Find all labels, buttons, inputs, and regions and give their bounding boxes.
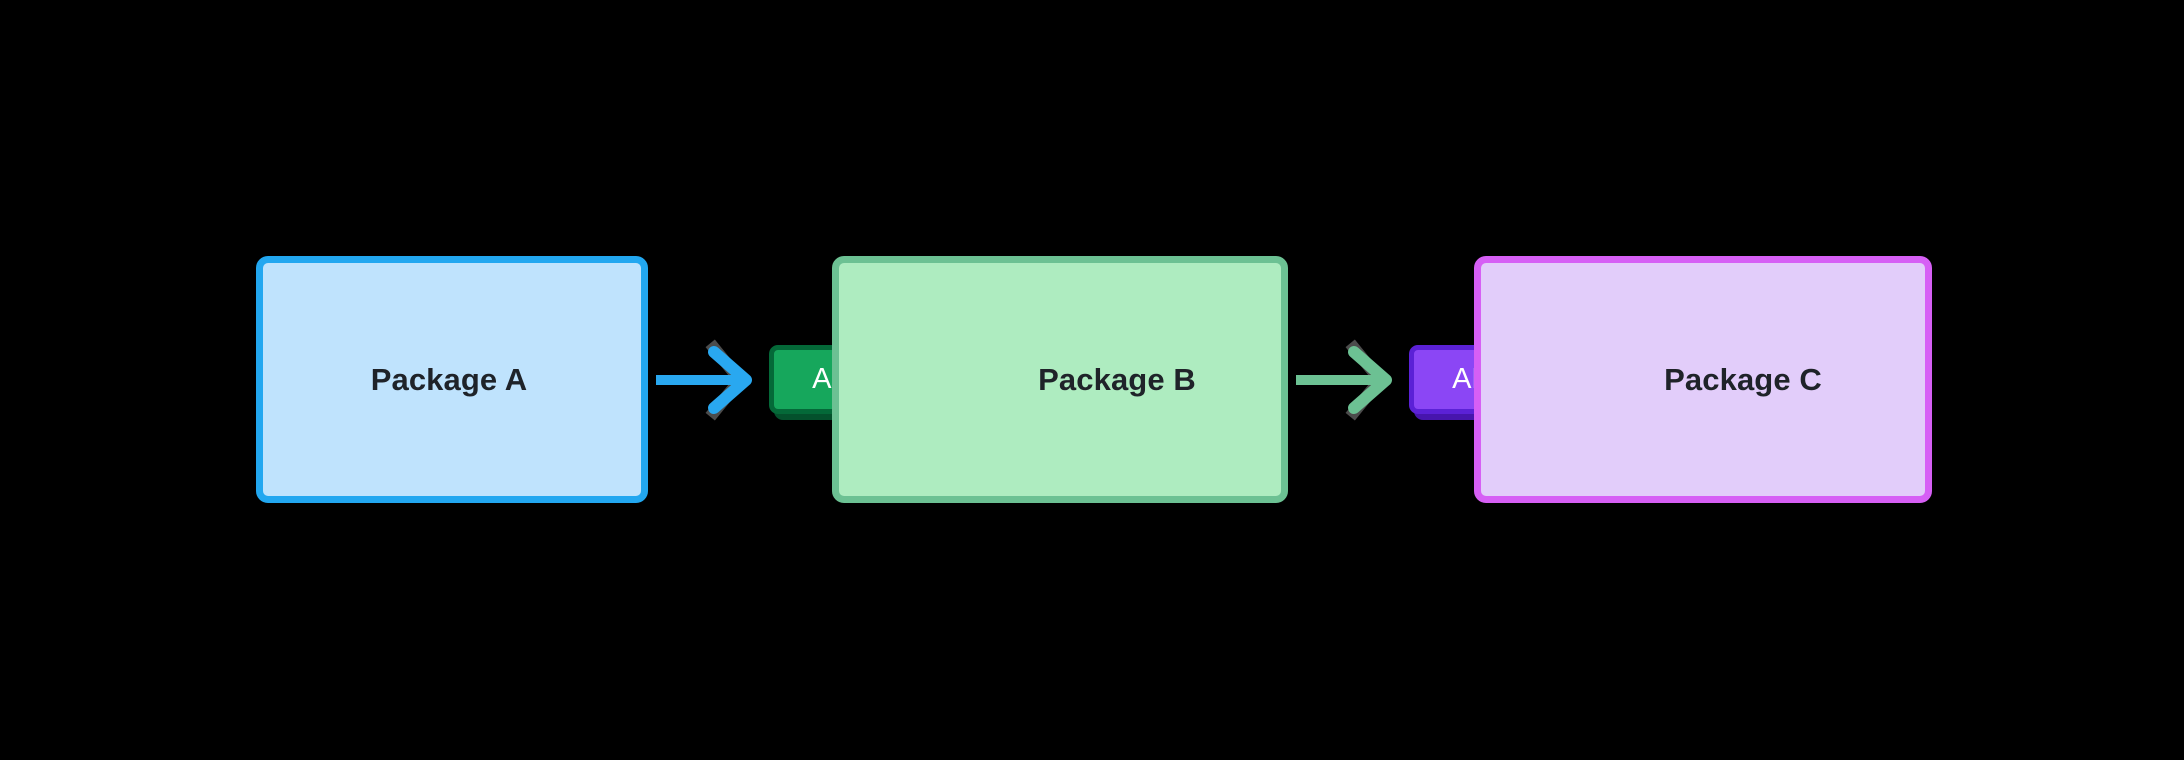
node-package-b[interactable]: Package B: [832, 256, 1288, 503]
node-label-package-a: Package A: [370, 362, 528, 397]
node-label-package-c: Package C: [1664, 362, 1822, 397]
edge-package-b-to-api-c: [1292, 338, 1408, 422]
edge-package-a-to-api-b: [652, 338, 768, 422]
node-package-c[interactable]: Package C: [1474, 256, 1932, 503]
arrow-right-icon: [656, 346, 752, 414]
node-package-a[interactable]: Package A: [256, 256, 648, 503]
arrow-right-icon: [1296, 346, 1392, 414]
node-label-package-b: Package B: [1038, 362, 1196, 397]
